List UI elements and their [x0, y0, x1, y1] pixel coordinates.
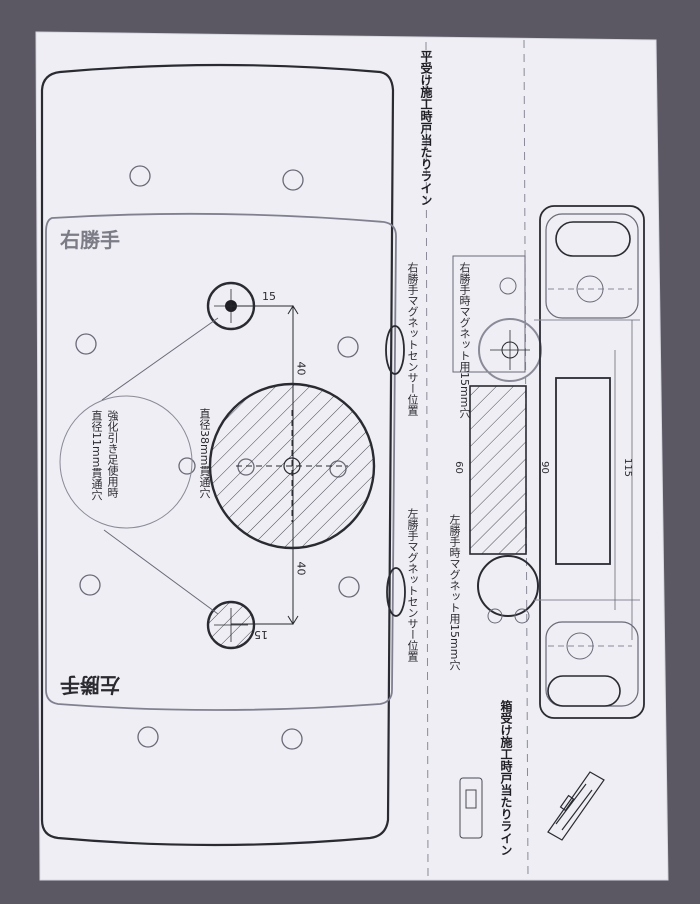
- left-magnet-sensor-label: 左勝手マグネットセンサー位置: [406, 508, 419, 662]
- reinforce-guide-circle: [59, 395, 193, 529]
- product-illustration: [547, 771, 605, 841]
- dim-40-top: 40: [294, 361, 308, 376]
- outer-plate-outline: [40, 63, 395, 847]
- dimension-lines: [231, 305, 299, 625]
- dim-15-top: 15: [262, 290, 276, 303]
- maker-logo-box: [459, 777, 483, 839]
- dim-15-bottom: 15: [254, 628, 268, 641]
- box-strike-outline: [534, 205, 645, 719]
- right-magnet-sensor-label: 右勝手マグネットセンサー位置: [406, 262, 419, 416]
- main-hole-label: 直径38mm貫通穴: [198, 408, 211, 499]
- inner-plate-outline: [45, 212, 397, 711]
- right-hand-label: 右勝手: [60, 228, 120, 252]
- dim-115: 115: [622, 457, 634, 478]
- dim-40-bottom: 40: [294, 561, 308, 576]
- right-magnet-hole-label: 右勝手時マグネット用15mm穴: [458, 262, 471, 419]
- strike-plate-area: [452, 255, 542, 624]
- left-hand-label: 左勝手: [60, 673, 120, 697]
- dim-90: 90: [538, 461, 550, 474]
- right-sensor-marker: [385, 325, 405, 375]
- reinforce-label-line2: 直径11mm貫通穴: [90, 410, 103, 501]
- dim-60: 60: [452, 461, 464, 474]
- left-sensor-marker: [386, 567, 406, 617]
- left-magnet-hole-label: 左勝手時マグネット用15mm穴: [448, 514, 461, 671]
- leader-lines: [101, 317, 219, 615]
- reinforce-label-line1: 強化引き足使用時: [106, 410, 119, 498]
- flat-install-line-label: 平受け施工時戸当たりライン: [419, 50, 433, 206]
- box-install-line-label: 箱受け施工時戸当たりライン: [499, 700, 513, 856]
